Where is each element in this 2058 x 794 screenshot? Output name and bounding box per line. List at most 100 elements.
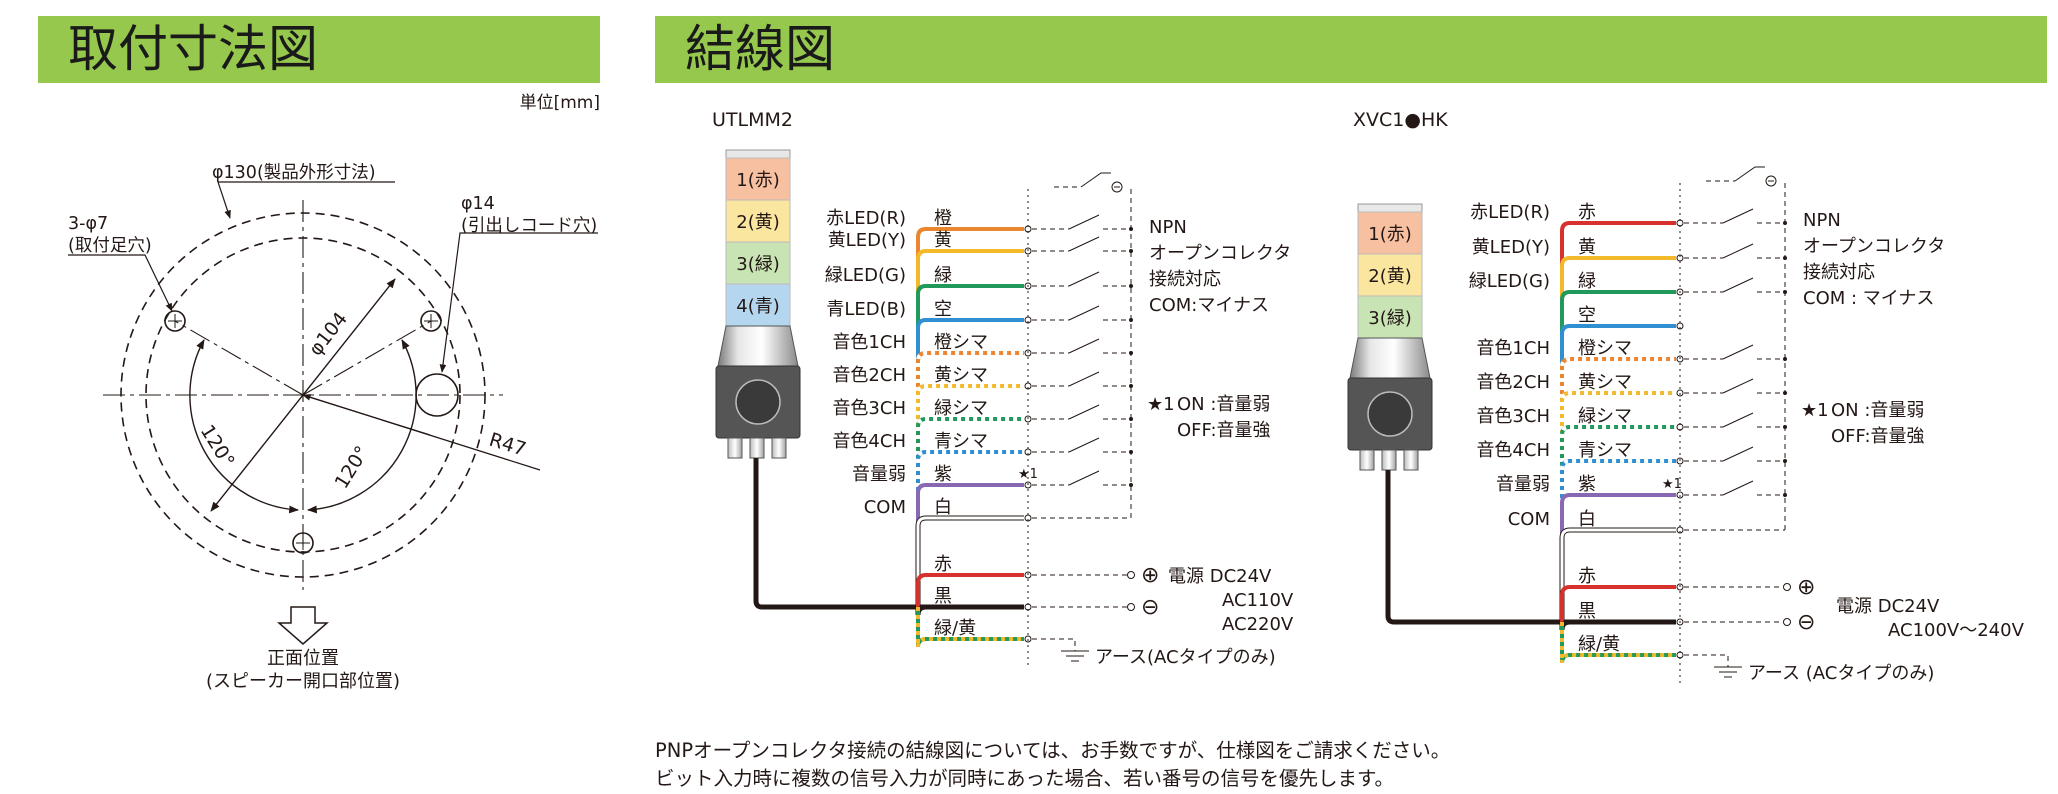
- lamp-neck: [717, 325, 799, 367]
- power-terminal: [1127, 603, 1135, 611]
- wire-stripe: [1560, 391, 1676, 622]
- switch-contact: [1068, 214, 1100, 230]
- star-off-label: OFF:音量強: [1831, 426, 1925, 447]
- wire: [916, 249, 1024, 607]
- wire-label: 紫: [1578, 474, 1596, 495]
- wire-label: 黒: [934, 586, 952, 607]
- mounting-drawing: [68, 181, 598, 645]
- npn-label: オープンコレクタ: [1803, 236, 1945, 257]
- signal-label: 音色1CH: [832, 332, 906, 353]
- lamp-tier-label: 2(黄): [736, 212, 780, 233]
- lamp-tier: [725, 157, 791, 201]
- npn-label: NPN: [1149, 217, 1187, 238]
- star-on-label: ON :音量弱: [1177, 394, 1270, 415]
- holes-label-1: 3-φ7: [68, 214, 108, 234]
- wire: [915, 604, 1024, 616]
- signal-label: 音色2CH: [832, 365, 906, 386]
- wire-label: 緑/黄: [1578, 634, 1620, 655]
- earth-lead: [1684, 654, 1729, 667]
- right-header: 結線図: [655, 16, 2047, 83]
- signal-label: 音色4CH: [1476, 440, 1550, 461]
- mount-bolt: [1403, 449, 1419, 471]
- switch-contact: [1722, 243, 1754, 259]
- signal-label: 黄LED(Y): [828, 230, 906, 251]
- wire-label: 黄シマ: [934, 365, 988, 386]
- switch-contact: [1068, 305, 1100, 321]
- signal-label: COM: [864, 497, 906, 518]
- signal-label: 音色2CH: [1476, 372, 1550, 393]
- lamp-tier: [725, 241, 791, 285]
- wire-label: 緑シマ: [934, 398, 988, 419]
- junction-dot: [1783, 459, 1787, 463]
- mount-hole-2: [420, 310, 442, 332]
- speaker-icon: [735, 379, 781, 425]
- switch-contact: [1722, 412, 1754, 428]
- switch-contact: [1722, 446, 1754, 462]
- wire-label: 緑: [1578, 271, 1596, 292]
- junction-dot: [1783, 493, 1787, 497]
- wire-label: 黄: [934, 230, 952, 251]
- npn-label: NPN: [1803, 210, 1841, 231]
- star-off-label: OFF:音量強: [1177, 420, 1271, 441]
- mount-bolt: [1381, 449, 1397, 471]
- wire: [1560, 256, 1676, 622]
- wire-stripe: [916, 351, 1024, 607]
- signal-label: 音量弱: [852, 464, 906, 485]
- switch-contact: [1068, 236, 1100, 252]
- switch-contact: [1068, 404, 1100, 420]
- note-1: PNPオープンコレクタ接続の結線図については、お手数ですが、仕様図をご請求くださ…: [655, 739, 1451, 762]
- signal-label: 緑LED(G): [1469, 271, 1550, 292]
- switch-contact: [1722, 208, 1754, 224]
- wiring-diagram-a: 1(赤)2(黄)3(緑)4(青)橙黄緑空橙シマ黄シマ緑シマ青シマ紫白赤黒緑/黄赤…: [715, 149, 1294, 669]
- wire-label: 緑/黄: [934, 618, 976, 639]
- lamp-neck: [1349, 337, 1431, 379]
- signal-label: 音色4CH: [832, 431, 906, 452]
- speaker-icon: [1367, 391, 1413, 437]
- signal-label: 音色1CH: [1476, 338, 1550, 359]
- signal-label: COM: [1508, 509, 1550, 530]
- switch-symbol: [1080, 172, 1111, 188]
- wire: [916, 284, 1024, 607]
- wire-label: 青シマ: [1578, 440, 1632, 461]
- junction-dot: [1129, 384, 1133, 388]
- switch-contact: [1068, 338, 1100, 354]
- switch-contact: [1068, 470, 1100, 486]
- front-label-2: (スピーカー開口部位置): [206, 671, 400, 692]
- lamp-tier: [725, 283, 791, 327]
- wire: [916, 573, 1024, 607]
- radius-label: R47: [487, 429, 529, 461]
- model-a-label: UTLMM2: [712, 109, 793, 131]
- power-label: AC110V: [1222, 590, 1294, 611]
- signal-label: 黄LED(Y): [1472, 237, 1550, 258]
- wire-label: 緑シマ: [1578, 406, 1632, 427]
- npn-label: 接続対応: [1149, 269, 1221, 290]
- wire-label: 白: [1578, 509, 1596, 530]
- lamp-tier-label: 1(赤): [1368, 224, 1412, 245]
- lamp-tier: [1357, 295, 1423, 339]
- wire: [916, 483, 1024, 607]
- earth-label: アース (ACタイプのみ): [1748, 663, 1934, 684]
- lamp-cap: [725, 149, 791, 159]
- mount-hole-1: [164, 310, 186, 332]
- cord-label-1: φ14: [461, 194, 495, 214]
- signal-label: 音量弱: [1496, 474, 1550, 495]
- wire: [1560, 585, 1676, 622]
- power-terminal: [1783, 618, 1791, 626]
- wire-label: 黄: [1578, 237, 1596, 258]
- wire-stripe: [1560, 357, 1676, 622]
- signal-label: 赤LED(R): [1470, 202, 1550, 223]
- wire-label: 空: [934, 299, 952, 320]
- lamp-tier: [1357, 211, 1423, 255]
- minus-icon: ⊖: [1141, 595, 1159, 620]
- wire: [916, 318, 1024, 607]
- npn-label: 接続対応: [1803, 262, 1875, 283]
- wire: [1559, 619, 1676, 631]
- wire-label: 赤: [1578, 202, 1596, 223]
- switch-contact: [1722, 378, 1754, 394]
- plus-icon: ⊕: [1141, 563, 1159, 588]
- wire: [916, 227, 1024, 607]
- signal-label: 音色3CH: [1476, 406, 1550, 427]
- signal-label: 赤LED(R): [826, 208, 906, 229]
- power-terminal: [1127, 571, 1135, 579]
